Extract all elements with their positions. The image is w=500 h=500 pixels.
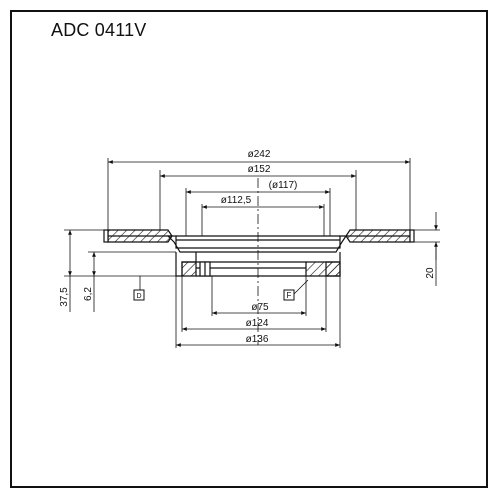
datum-d-label: D [136, 293, 141, 300]
thickness-label: 20 [425, 267, 436, 279]
inner-diameter-label: ø152 [248, 164, 271, 175]
total-height-label: 37,5 [59, 287, 70, 307]
part-number-title: ADC 0411V [51, 20, 147, 40]
pcd-label: (ø117) [269, 180, 298, 191]
hub-diameter-label: ø112,5 [221, 195, 252, 206]
dimension-labels: ø242 ø152 (ø117) ø112,5 ø75 ø124 ø136 37… [59, 149, 436, 345]
extension-lines [64, 158, 440, 348]
drawing-frame [10, 10, 488, 488]
datum-d-marker: D [133, 289, 145, 301]
datum-f-marker: F [283, 289, 295, 301]
hat-offset-label: 6,2 [83, 287, 94, 301]
hat-outer-label: ø136 [246, 334, 269, 345]
outer-diameter-label: ø242 [248, 149, 271, 160]
dimension-lines [68, 160, 438, 347]
rotor-section [103, 229, 415, 277]
center-bore-label: ø75 [251, 302, 269, 313]
hat-inner-label: ø124 [246, 318, 269, 329]
datum-f-label: F [287, 291, 292, 300]
